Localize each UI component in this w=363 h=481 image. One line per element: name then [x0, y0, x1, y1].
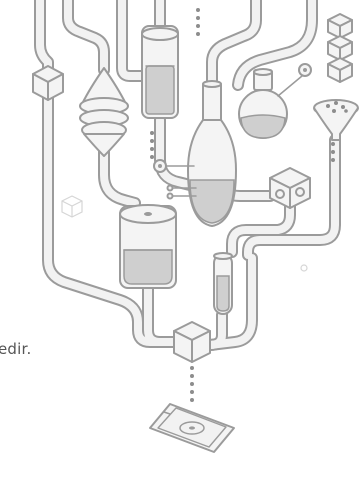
valve-cube [270, 168, 310, 208]
large-cylinder [120, 205, 176, 288]
left-cube [33, 66, 63, 100]
test-tube [214, 253, 232, 314]
right-funnel [314, 100, 358, 140]
top-cylinder [142, 26, 178, 118]
coil-funnel [80, 68, 128, 156]
junction-cube [174, 322, 210, 362]
round-flask [239, 64, 311, 138]
stacked-cubes [328, 14, 352, 82]
smartphone-icon [150, 404, 234, 452]
